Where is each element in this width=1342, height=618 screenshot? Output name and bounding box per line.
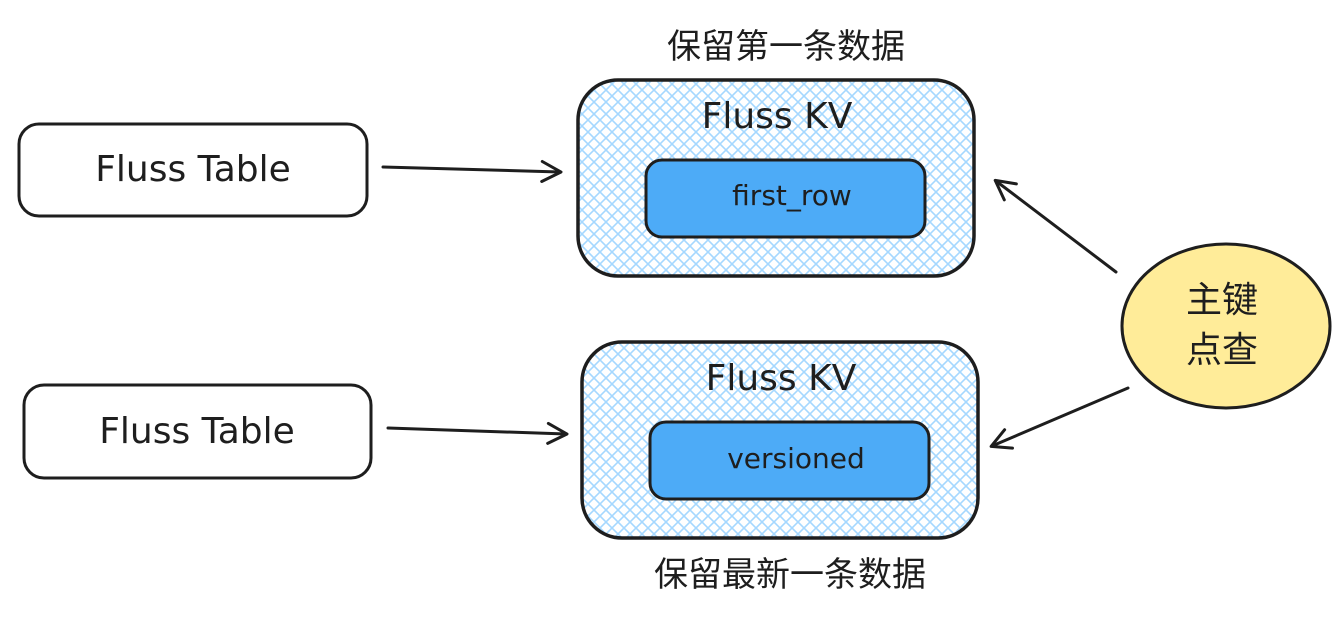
bottom-mode-box[interactable]: versioned (648, 420, 931, 501)
top-mode-label: first_row (732, 179, 852, 212)
lookup-arrow-bottom (989, 386, 1130, 450)
lookup-label-line1: 主键 (1186, 280, 1258, 321)
primary-key-lookup-node[interactable]: 主键 点查 (1120, 242, 1332, 410)
top-kv-store[interactable]: Fluss KV first_row (576, 78, 976, 278)
bottom-mode-label: versioned (727, 442, 865, 475)
top-mode-box[interactable]: first_row (644, 158, 927, 239)
bottom-store-title: Fluss KV (706, 358, 857, 399)
bottom-caption: 保留最新一条数据 (654, 555, 926, 595)
bottom-flow-arrow (386, 421, 569, 445)
lookup-label-line2: 点查 (1186, 330, 1258, 371)
bottom-source-label: Fluss Table (99, 411, 295, 452)
bottom-source-node[interactable]: Fluss Table (22, 383, 373, 480)
top-source-node[interactable]: Fluss Table (17, 122, 369, 218)
top-flow-arrow (381, 159, 563, 183)
top-store-title: Fluss KV (702, 96, 853, 137)
bottom-kv-store[interactable]: Fluss KV versioned (580, 340, 980, 540)
lookup-arrow-top (993, 178, 1118, 274)
top-caption: 保留第一条数据 (667, 27, 905, 67)
top-source-label: Fluss Table (95, 149, 291, 190)
